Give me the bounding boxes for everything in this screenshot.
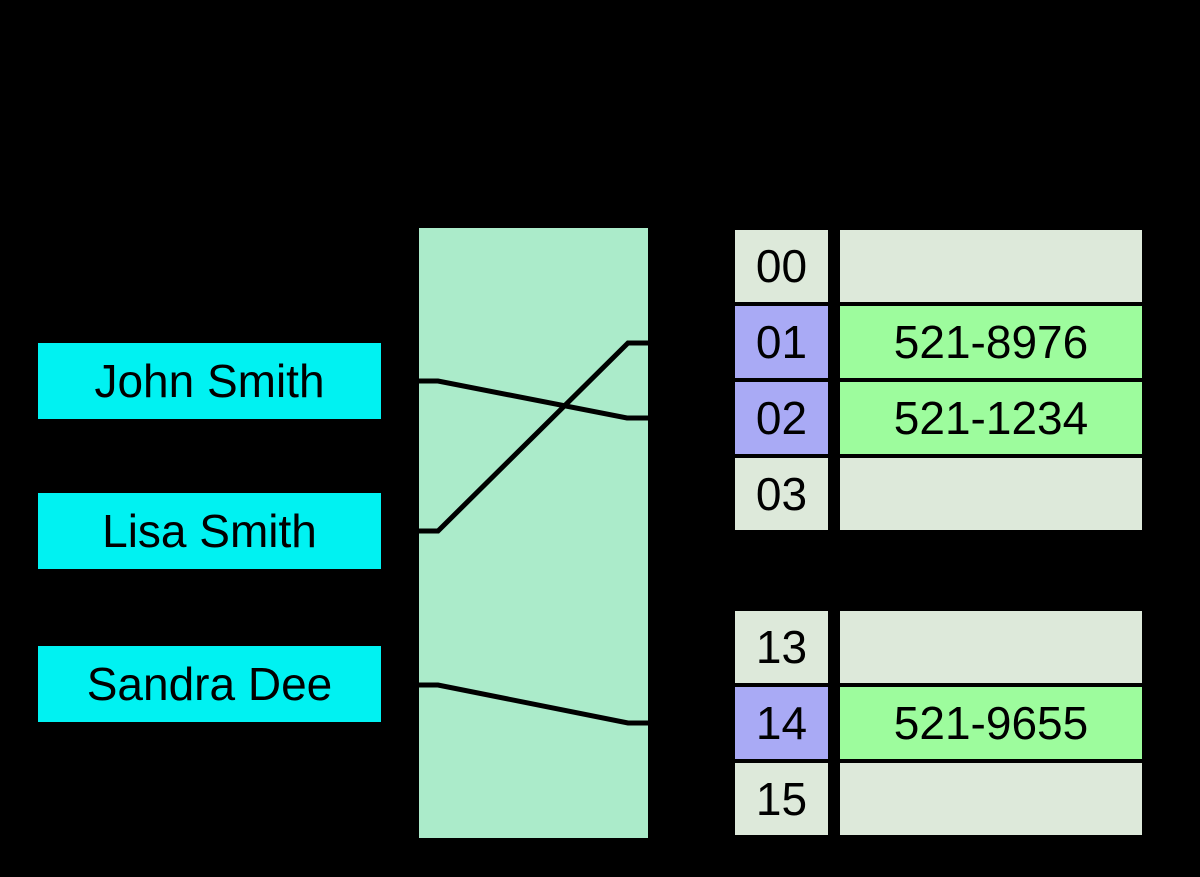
key-sandra-dee: Sandra Dee [38, 646, 381, 722]
bucket-index-00: 00 [735, 230, 828, 302]
bucket-index-15: 15 [735, 763, 828, 835]
bucket-index-03: 03 [735, 458, 828, 530]
key-lisa-smith: Lisa Smith [38, 493, 381, 569]
line-lisa-smith-to-bucket-01 [381, 340, 733, 534]
bucket-value-13 [840, 611, 1142, 683]
bucket-value-02: 521-1234 [840, 382, 1142, 454]
line-john-smith-to-bucket-02 [381, 378, 733, 421]
bucket-index-14: 14 [735, 687, 828, 759]
key-john-smith: John Smith [38, 343, 381, 419]
bucket-value-15 [840, 763, 1142, 835]
line-sandra-dee-to-bucket-14 [381, 682, 733, 726]
bucket-value-03 [840, 458, 1142, 530]
hash-function-box [419, 228, 648, 838]
bucket-value-01: 521-8976 [840, 306, 1142, 378]
bucket-index-02: 02 [735, 382, 828, 454]
bucket-value-00 [840, 230, 1142, 302]
bucket-value-14: 521-9655 [840, 687, 1142, 759]
bucket-index-01: 01 [735, 306, 828, 378]
bucket-index-13: 13 [735, 611, 828, 683]
